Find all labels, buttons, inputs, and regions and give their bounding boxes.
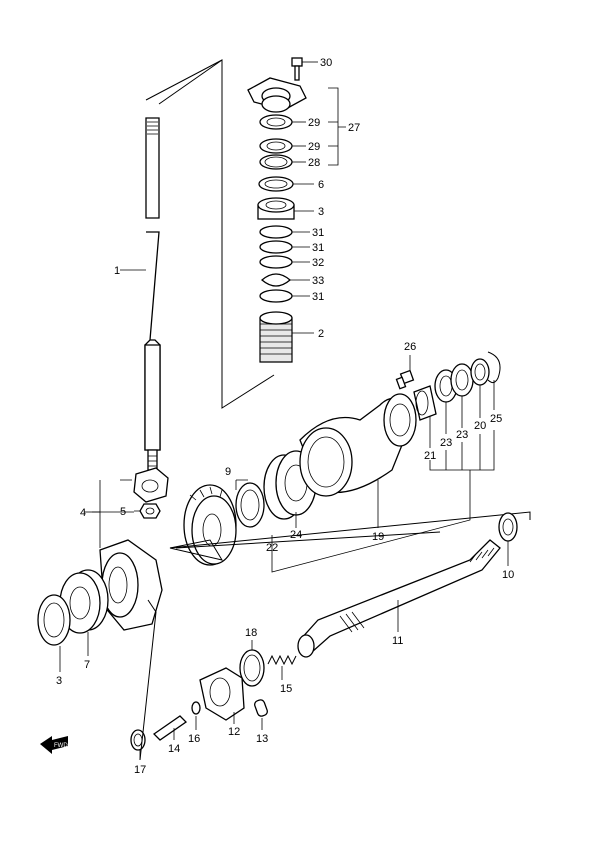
shaft-housing-19 [299,393,417,497]
washer-6 [258,176,294,192]
callout-2: 2 [318,328,324,340]
callout-3-lower: 3 [56,675,62,687]
shim-31a [259,225,293,239]
seal-29b [259,138,293,154]
callout-6: 6 [318,179,324,191]
callout-20: 20 [474,420,486,432]
callout-11: 11 [392,635,403,647]
pinion-gear [133,467,169,503]
callout-31b: 31 [312,242,324,254]
callout-29a: 29 [308,117,320,129]
callout-9: 9 [225,466,231,478]
bearing-3-upper [257,197,295,220]
fwd-label: FWD [54,743,68,749]
callout-21: 21 [424,450,436,462]
seal-23b [450,363,474,397]
ring-28 [259,154,293,170]
shim-31c [259,289,293,303]
sleeve-2 [259,311,293,363]
callout-23b: 23 [456,429,468,441]
callout-4: 4 [80,507,86,519]
callout-29b: 29 [308,141,320,153]
bolt-30 [291,57,303,81]
callout-31c: 31 [312,291,324,303]
retainer-16 [191,701,201,715]
callout-16: 16 [188,733,200,745]
callout-19: 19 [372,531,384,543]
callout-10: 10 [502,569,514,581]
shim-9 [235,482,265,528]
callout-13: 13 [256,733,268,745]
callout-30: 30 [320,57,332,69]
pin-14 [152,715,188,741]
callout-14: 14 [168,743,180,755]
callout-3-upper: 3 [318,206,324,218]
callout-24: 24 [290,529,302,541]
washer-10 [498,512,518,542]
callout-17: 17 [134,764,146,776]
callout-31a: 31 [312,227,324,239]
bearing-housing-27 [247,77,307,113]
drive-shaft [144,117,161,471]
ring-18 [239,649,265,687]
callout-26: 26 [404,341,416,353]
nut-5 [139,503,161,519]
race-3 [37,594,71,646]
callout-28: 28 [308,157,320,169]
shim-31b [259,240,293,254]
clutch-12 [199,667,245,721]
callout-32: 32 [312,257,324,269]
callout-7: 7 [84,659,90,671]
callout-27: 27 [348,122,360,134]
bushing-21 [413,385,437,421]
callout-22: 22 [266,542,278,554]
callout-12: 12 [228,726,240,738]
pin-13 [254,699,268,717]
fwd-direction-marker: FWD [40,736,68,754]
spring-15 [267,654,297,666]
callout-33: 33 [312,275,324,287]
seal-29a [259,114,293,130]
callout-1: 1 [114,265,120,277]
callout-23a: 23 [440,437,452,449]
callout-18: 18 [245,627,257,639]
callout-5: 5 [120,506,126,518]
forward-gear-4 [99,539,163,631]
propeller-shaft-11 [297,539,501,658]
bolt-26 [395,369,415,390]
callout-15: 15 [280,683,292,695]
callout-25: 25 [490,413,502,425]
shim-32 [259,255,293,269]
ring-20 [470,358,490,386]
snap-ring-25 [487,351,501,384]
spring-33 [261,273,291,287]
